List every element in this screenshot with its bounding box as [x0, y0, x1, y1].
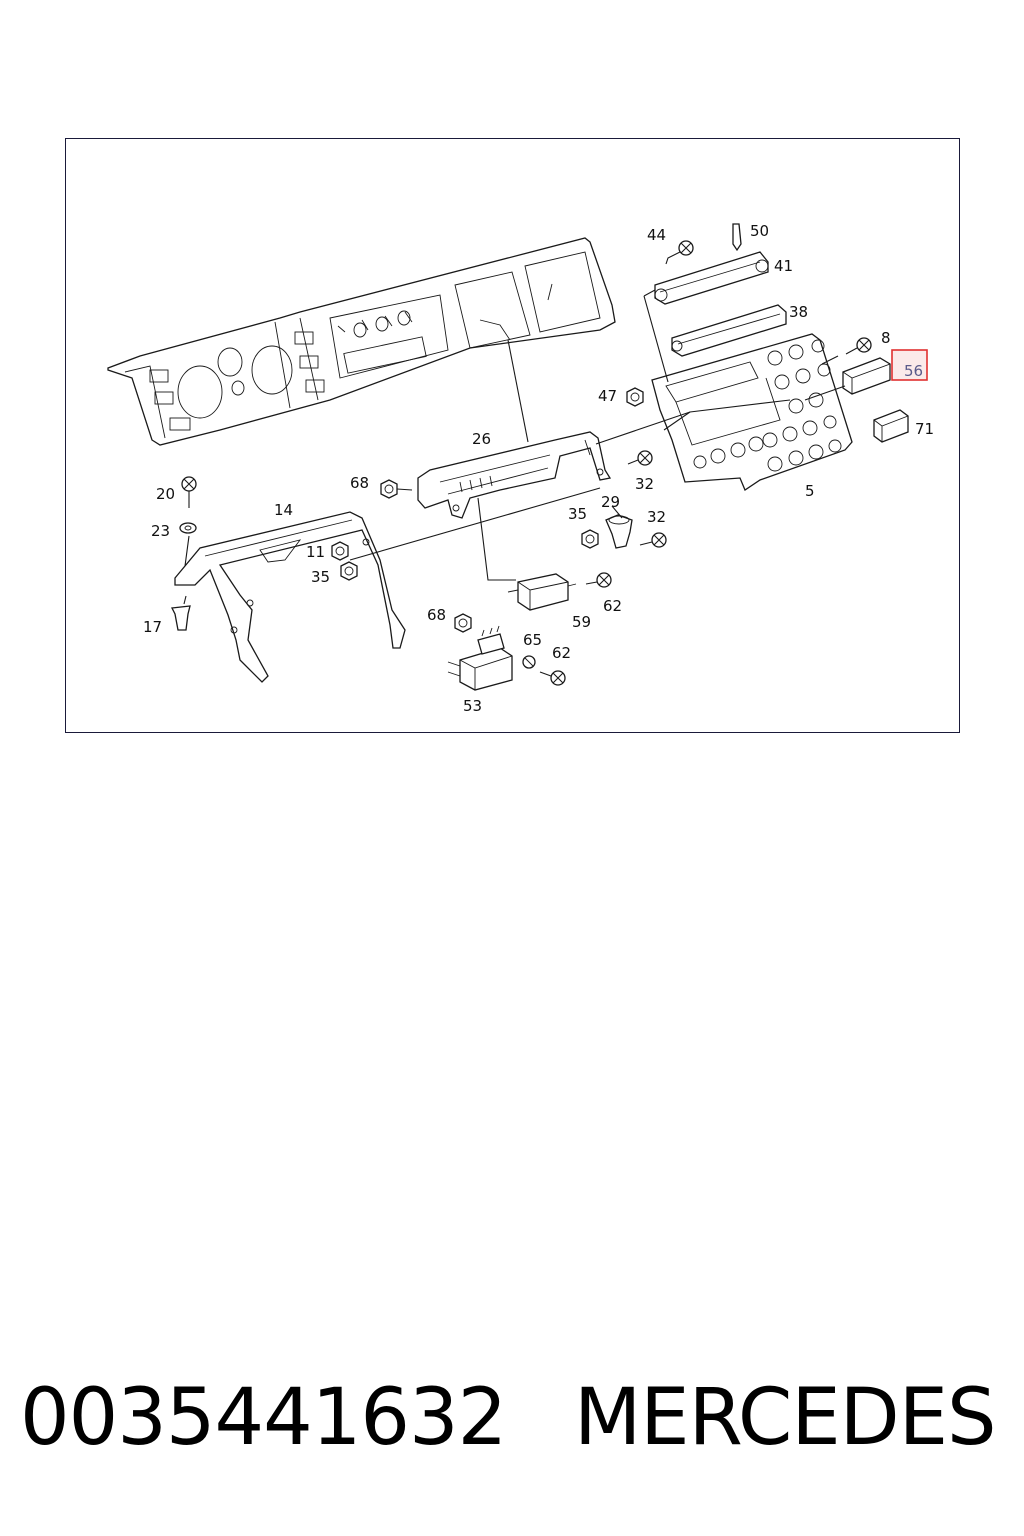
label-26[interactable]: 26: [472, 430, 491, 448]
label-44[interactable]: 44: [647, 226, 666, 244]
pin-50[interactable]: [732, 223, 742, 252]
label-8[interactable]: 8: [881, 329, 891, 347]
label-20[interactable]: 20: [156, 485, 175, 503]
screw-44[interactable]: [665, 240, 694, 265]
label-14[interactable]: 14: [274, 501, 293, 519]
highlight-box: [891, 349, 928, 381]
label-59[interactable]: 59: [572, 613, 591, 631]
label-53[interactable]: 53: [463, 697, 482, 715]
diagram-frame: [65, 138, 960, 733]
label-71[interactable]: 71: [915, 420, 934, 438]
label-29[interactable]: 29: [601, 493, 620, 511]
label-35-right[interactable]: 35: [568, 505, 587, 523]
cross-support-14[interactable]: [174, 511, 406, 683]
clip-17[interactable]: [171, 605, 191, 631]
label-68-upper[interactable]: 68: [350, 474, 369, 492]
label-35-left[interactable]: 35: [311, 568, 330, 586]
nut-35-left[interactable]: [340, 561, 358, 581]
brand-name: MERCEDES: [574, 1373, 996, 1463]
label-11[interactable]: 11: [306, 543, 325, 561]
bracket-26[interactable]: [417, 431, 612, 519]
control-module-53[interactable]: [447, 625, 513, 691]
label-65[interactable]: 65: [523, 631, 542, 649]
control-unit-59[interactable]: [507, 573, 577, 611]
label-56[interactable]: 56: [904, 362, 923, 380]
nut-68-lower[interactable]: [454, 613, 472, 633]
part-labels: 44 50 41 38 8 56 47 71 26 5 68 32 20 14 …: [143, 222, 934, 715]
label-41[interactable]: 41: [774, 257, 793, 275]
switch-strip-41[interactable]: [654, 251, 769, 305]
label-32-lower[interactable]: 32: [647, 508, 666, 526]
nut-35-right[interactable]: [581, 529, 599, 549]
exploded-parts-diagram: 44 50 41 38 8 56 47 71 26 5 68 32 20 14 …: [107, 222, 934, 715]
instrument-panel-5[interactable]: [651, 333, 853, 491]
leader-lines: [183, 289, 846, 605]
nut-11[interactable]: [331, 541, 349, 561]
washer-65[interactable]: [522, 655, 536, 669]
switch-strip-38[interactable]: [671, 304, 787, 357]
nut-47[interactable]: [626, 387, 644, 407]
sensor-29[interactable]: [605, 514, 633, 549]
label-68-lower[interactable]: 68: [427, 606, 446, 624]
label-62-lower[interactable]: 62: [552, 644, 571, 662]
relay-71[interactable]: [873, 409, 909, 443]
footer: 0035441632 MERCEDES: [0, 1368, 1024, 1468]
dashboard-carrier-part[interactable]: [107, 237, 616, 446]
label-32-upper[interactable]: 32: [635, 475, 654, 493]
part-number: 0035441632: [20, 1373, 507, 1463]
screw-32-lower[interactable]: [639, 532, 667, 548]
label-50[interactable]: 50: [750, 222, 769, 240]
relay-56[interactable]: [842, 357, 891, 395]
screw-32-upper[interactable]: [627, 450, 653, 466]
washer-23[interactable]: [179, 522, 197, 534]
screw-62-upper[interactable]: [585, 572, 612, 588]
label-17[interactable]: 17: [143, 618, 162, 636]
screw-8[interactable]: [845, 337, 872, 355]
label-38[interactable]: 38: [789, 303, 808, 321]
screw-20[interactable]: [181, 476, 197, 508]
screw-62-lower[interactable]: [539, 670, 566, 686]
nut-68-upper[interactable]: [380, 479, 413, 499]
label-47[interactable]: 47: [598, 387, 617, 405]
label-5[interactable]: 5: [805, 482, 815, 500]
label-62-upper[interactable]: 62: [603, 597, 622, 615]
label-23[interactable]: 23: [151, 522, 170, 540]
